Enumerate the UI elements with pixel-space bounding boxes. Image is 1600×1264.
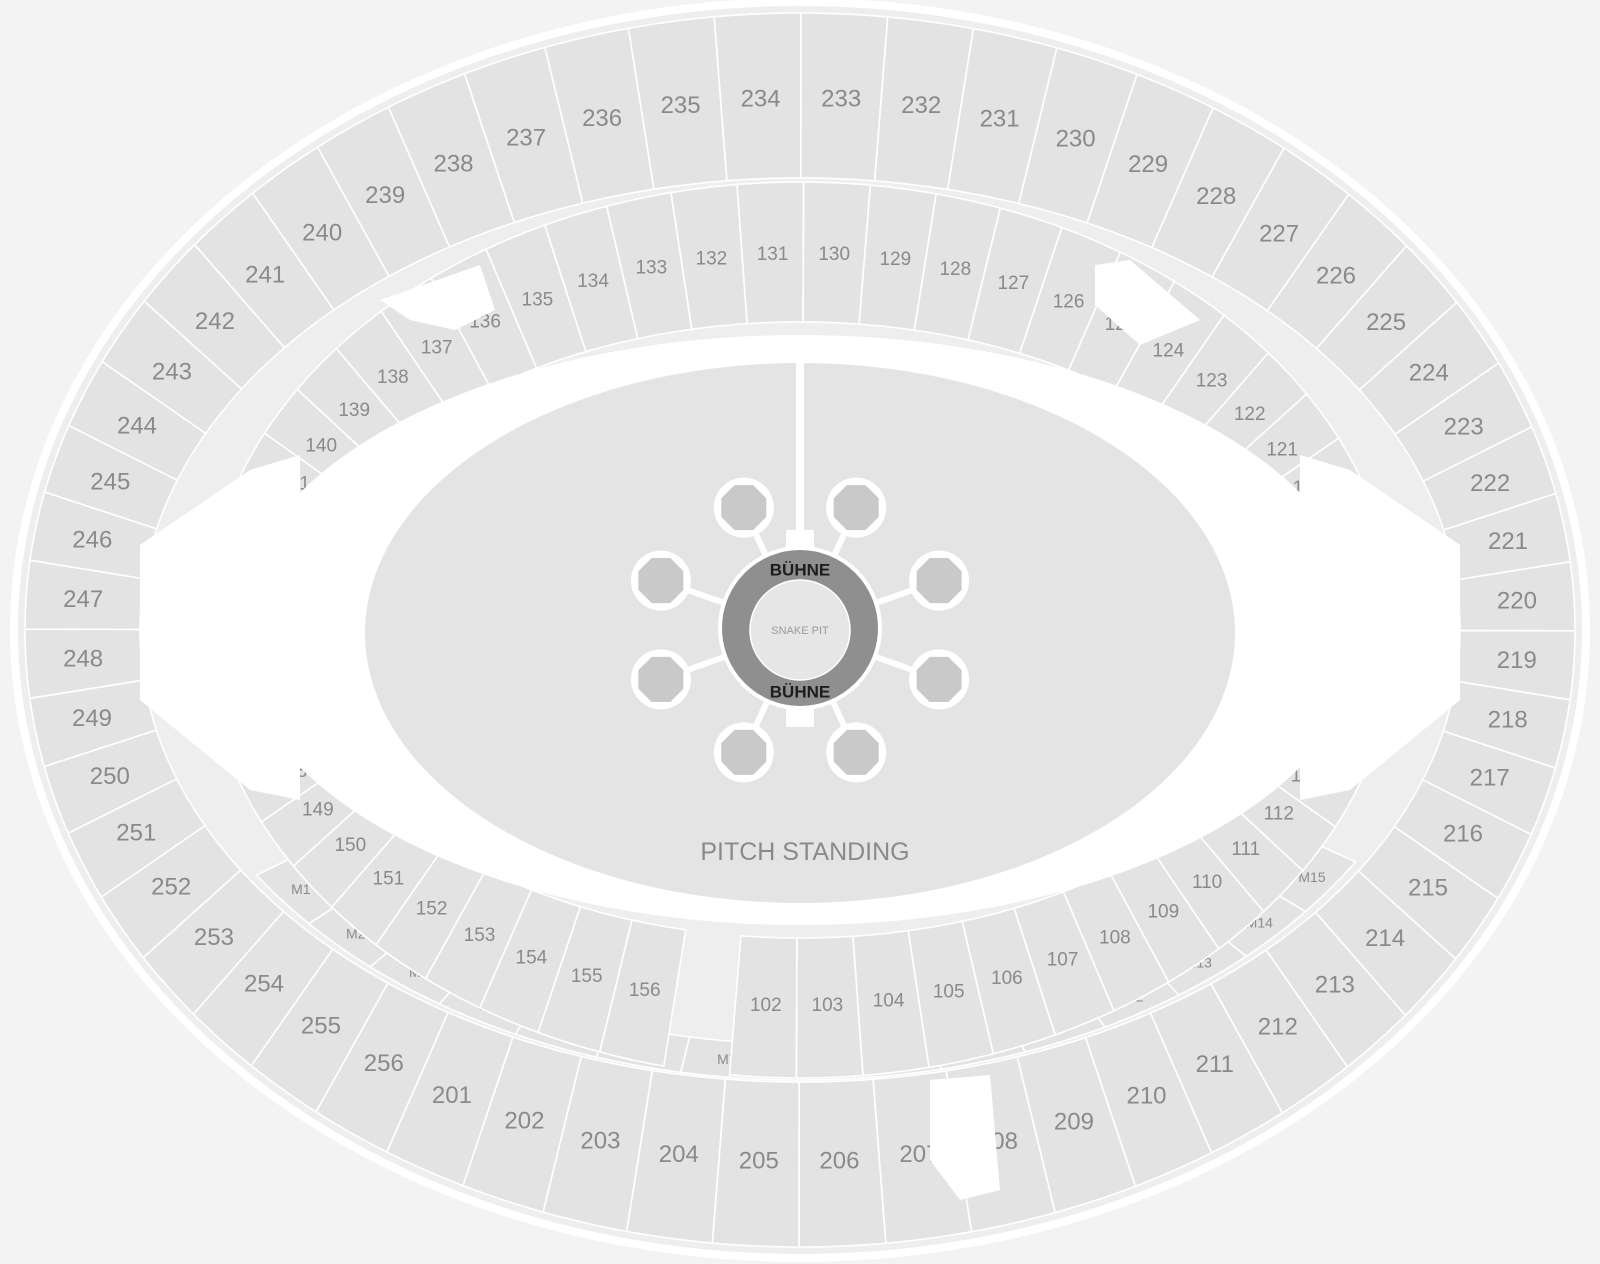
upper-section-205[interactable]: 205 [711, 1078, 801, 1248]
speaker-tower-1[interactable] [718, 482, 770, 534]
speaker-tower-4[interactable] [913, 653, 965, 705]
speaker-tower-5[interactable] [830, 726, 882, 778]
concourse-gap-5 [930, 1075, 1000, 1200]
snake-pit-area[interactable] [749, 579, 851, 681]
upper-section-233[interactable]: 233 [799, 12, 889, 182]
section-233-shape[interactable] [799, 12, 889, 182]
lower-section-131[interactable]: 131 [736, 181, 805, 325]
section-103-shape[interactable] [795, 935, 864, 1079]
section-234-shape[interactable] [713, 12, 802, 182]
runway-catwalk [796, 345, 804, 545]
speaker-tower-7[interactable] [635, 653, 687, 705]
stage-label-bottom: BÜHNE [770, 683, 830, 702]
section-206-shape[interactable] [798, 1078, 887, 1248]
runway-base-bottom [786, 705, 814, 727]
section-131-shape[interactable] [736, 181, 805, 325]
speaker-tower-3[interactable] [913, 555, 965, 607]
upper-section-234[interactable]: 234 [713, 12, 802, 182]
concourse-gap-4 [1095, 260, 1200, 345]
pitch-standing-label: PITCH STANDING [700, 838, 909, 866]
speaker-tower-8[interactable] [635, 555, 687, 607]
concourse-gap-3 [380, 265, 495, 330]
speaker-tower-2[interactable] [830, 482, 882, 534]
speaker-tower-6[interactable] [718, 726, 770, 778]
stage-label-top: BÜHNE [770, 561, 830, 580]
section-205-shape[interactable] [711, 1078, 801, 1248]
upper-section-206[interactable]: 206 [798, 1078, 887, 1248]
section-201-shape[interactable] [385, 1011, 514, 1187]
speaker-towers [630, 477, 970, 783]
lower-section-103[interactable]: 103 [795, 935, 864, 1079]
section-102-shape[interactable] [728, 934, 798, 1079]
snake-pit-label: SNAKE PIT [771, 625, 829, 637]
lower-section-102[interactable]: 102 [728, 934, 798, 1079]
